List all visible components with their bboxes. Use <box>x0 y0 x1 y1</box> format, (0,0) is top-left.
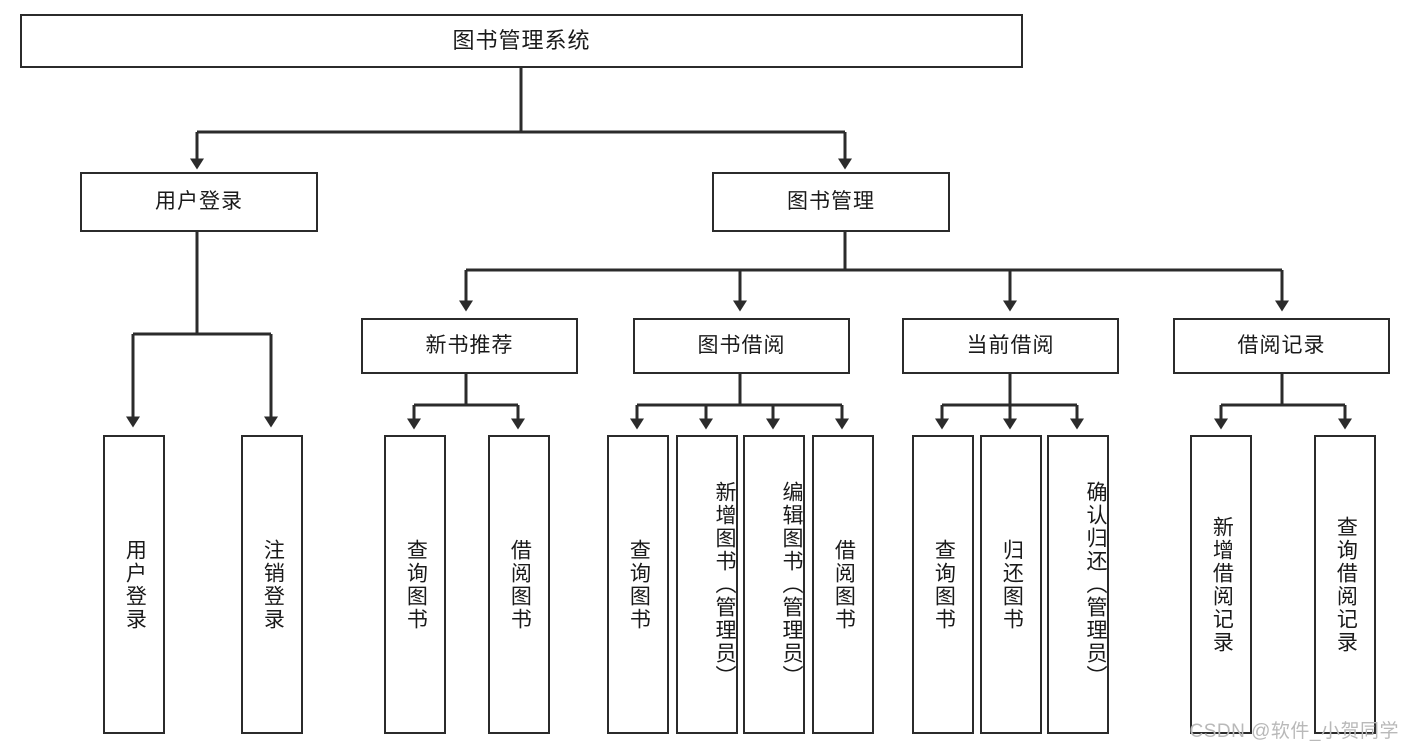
node-user-login[interactable]: 用户登录 <box>80 172 318 232</box>
node-label: 图书借阅 <box>697 333 786 357</box>
leaf-query-book-borrow[interactable]: 查询图书 <box>607 435 669 734</box>
node-label: 用户登录 <box>123 538 147 631</box>
node-label: 新增借阅记录 <box>1210 515 1234 654</box>
node-label: 借阅记录 <box>1237 333 1326 357</box>
leaf-user-login[interactable]: 用户登录 <box>103 435 165 734</box>
node-book-borrow[interactable]: 图书借阅 <box>633 318 850 374</box>
node-label: 查询图书 <box>932 538 956 631</box>
leaf-add-book-admin[interactable]: 新增图书（管理员） <box>676 435 738 734</box>
node-label: 查询图书 <box>404 538 428 631</box>
node-label: 图书管理 <box>787 189 875 213</box>
node-label: 编辑图书（管理员） <box>780 481 803 688</box>
node-label: 用户登录 <box>155 189 243 213</box>
leaf-query-borrow-record[interactable]: 查询借阅记录 <box>1314 435 1376 734</box>
leaf-return-book[interactable]: 归还图书 <box>980 435 1042 734</box>
node-new-book-recommend[interactable]: 新书推荐 <box>361 318 578 374</box>
leaf-confirm-return-admin[interactable]: 确认归还（管理员） <box>1047 435 1109 734</box>
leaf-borrow-book[interactable]: 借阅图书 <box>812 435 874 734</box>
node-label: 注销登录 <box>261 538 285 631</box>
node-current-borrow[interactable]: 当前借阅 <box>902 318 1119 374</box>
node-label: 查询借阅记录 <box>1334 515 1358 654</box>
leaf-query-book-current[interactable]: 查询图书 <box>912 435 974 734</box>
leaf-borrow-book-recommend[interactable]: 借阅图书 <box>488 435 550 734</box>
node-label: 新书推荐 <box>425 333 514 357</box>
leaf-edit-book-admin[interactable]: 编辑图书（管理员） <box>743 435 805 734</box>
node-label: 借阅图书 <box>508 538 532 631</box>
node-root-book-management-system[interactable]: 图书管理系统 <box>20 14 1023 68</box>
node-label: 归还图书 <box>1000 538 1024 631</box>
node-book-management[interactable]: 图书管理 <box>712 172 950 232</box>
leaf-query-book-recommend[interactable]: 查询图书 <box>384 435 446 734</box>
node-label: 查询图书 <box>627 538 651 631</box>
node-label: 图书管理系统 <box>452 28 591 54</box>
node-label: 当前借阅 <box>966 333 1055 357</box>
node-label: 借阅图书 <box>832 538 856 631</box>
node-label: 新增图书（管理员） <box>713 481 736 688</box>
leaf-add-borrow-record[interactable]: 新增借阅记录 <box>1190 435 1252 734</box>
node-borrow-record[interactable]: 借阅记录 <box>1173 318 1390 374</box>
leaf-logout-login[interactable]: 注销登录 <box>241 435 303 734</box>
csdn-watermark: CSDN @软件_小贺同学 <box>1189 721 1399 742</box>
node-label: 确认归还（管理员） <box>1084 481 1107 688</box>
